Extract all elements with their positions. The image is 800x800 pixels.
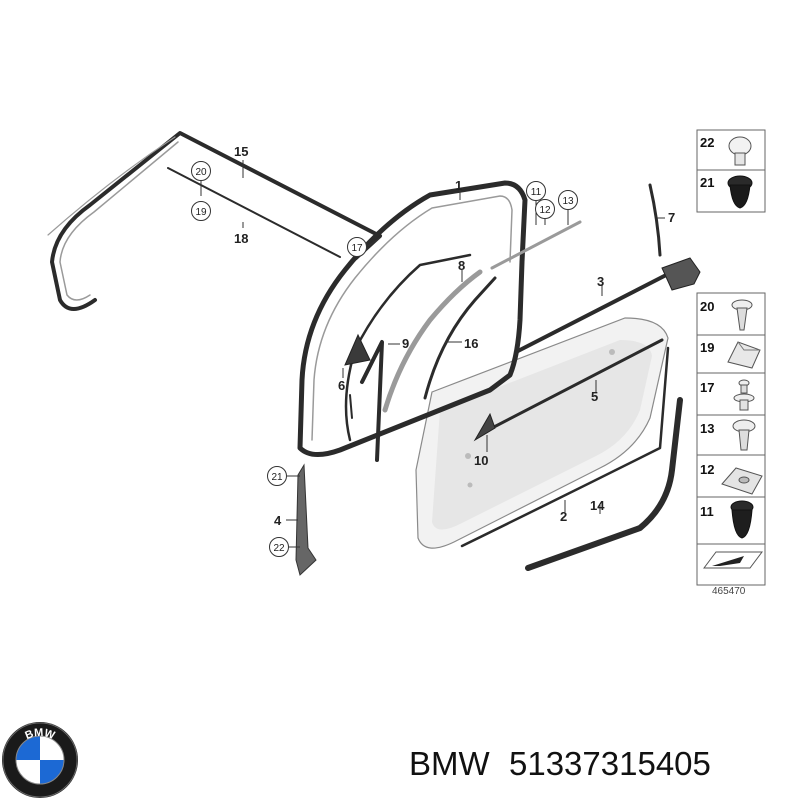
pillar-trim-4 (295, 463, 317, 576)
svg-text:BMW: BMW (23, 727, 56, 742)
door-seal-1-inner (311, 195, 513, 441)
door-seal-1 (297, 180, 528, 457)
callout-1: 1 (455, 178, 462, 193)
caption-part-number: 51337315405 (509, 745, 711, 782)
callout-6: 6 (338, 378, 345, 393)
callout-circle-17 (347, 237, 367, 257)
legend-top: 22 21 (696, 129, 766, 213)
mirror-strip-9 (360, 340, 384, 462)
grommet-11-icon (730, 500, 754, 539)
mirror-triangle-6 (344, 333, 371, 366)
logo-text: BMW (23, 727, 56, 742)
roof-trim (47, 136, 176, 236)
callout-19: 19 (195, 207, 207, 218)
callout-10: 10 (474, 453, 488, 468)
callout-14: 14 (590, 498, 605, 513)
legend-label-20: 20 (700, 299, 714, 314)
callout-21: 21 (271, 472, 283, 483)
callouts: 15 20 19 18 17 1 11 12 13 8 9 16 6 3 5 7… (191, 144, 675, 557)
caption-brand: BMW (409, 745, 491, 782)
legend-side: 20 19 17 13 12 11 (696, 292, 766, 586)
lower-strip-2 (460, 346, 670, 548)
callout-circle-19 (191, 201, 211, 221)
callout-18: 18 (234, 231, 248, 246)
clip-19-icon (727, 341, 761, 369)
callout-12: 12 (539, 205, 551, 216)
callout-8: 8 (458, 258, 465, 273)
callout-17: 17 (351, 243, 363, 254)
screw-20-icon (731, 299, 753, 331)
strip-7 (648, 183, 662, 257)
callout-circle-13 (558, 190, 578, 210)
reference-number: 465470 (712, 586, 746, 597)
clip-22-icon (728, 136, 752, 166)
callout-7: 7 (668, 210, 675, 225)
callout-circle-20 (191, 161, 211, 181)
door-hole (465, 453, 471, 459)
screw-13-icon (732, 419, 756, 451)
bracket-10 (473, 412, 496, 442)
callout-4: 4 (274, 513, 282, 528)
arrow-icon (703, 551, 763, 569)
callout-13: 13 (562, 196, 574, 207)
nut-12-icon (721, 467, 763, 495)
callout-circle-12 (535, 199, 555, 219)
callout-9: 9 (402, 336, 409, 351)
callout-5: 5 (591, 389, 598, 404)
belt-seal-3 (514, 270, 674, 354)
callout-2: 2 (560, 509, 567, 524)
guide-rail-8 (382, 269, 483, 413)
legend-side-box (696, 292, 766, 586)
door-hole (609, 349, 615, 355)
channel-rail-12 (490, 220, 582, 270)
callout-circle-11 (526, 181, 546, 201)
strip-18 (167, 167, 341, 258)
mirror-bracket (349, 394, 353, 419)
legend-label-17: 17 (700, 380, 714, 395)
legend-label-13: 13 (700, 421, 714, 436)
callout-11: 11 (531, 187, 542, 198)
bmw-logo: BMW (2, 722, 78, 798)
rivet-17-icon (733, 379, 755, 411)
door-hole (467, 482, 473, 488)
callout-20: 20 (195, 167, 207, 178)
legend-label-12: 12 (700, 462, 714, 477)
callout-16: 16 (464, 336, 478, 351)
roof-seal-15 (50, 131, 382, 311)
legend-label-19: 19 (700, 340, 714, 355)
callout-circle-22 (269, 537, 289, 557)
rocker-seal-14 (525, 397, 683, 571)
plug-21-icon (727, 175, 753, 209)
callout-15: 15 (234, 144, 248, 159)
belt-strip-5 (490, 338, 664, 430)
callout-3: 3 (597, 274, 604, 289)
callout-22: 22 (273, 543, 285, 554)
door-panel-shade (432, 340, 652, 530)
legend-label-11: 11 (700, 504, 714, 519)
legend-label-22: 22 (700, 135, 714, 150)
callout-circle-21 (267, 466, 287, 486)
guide-rail-16 (423, 276, 497, 400)
belt-seal-3-end (661, 257, 701, 291)
legend-label-21: 21 (700, 175, 714, 190)
roof-seal-15-inner (59, 141, 179, 301)
